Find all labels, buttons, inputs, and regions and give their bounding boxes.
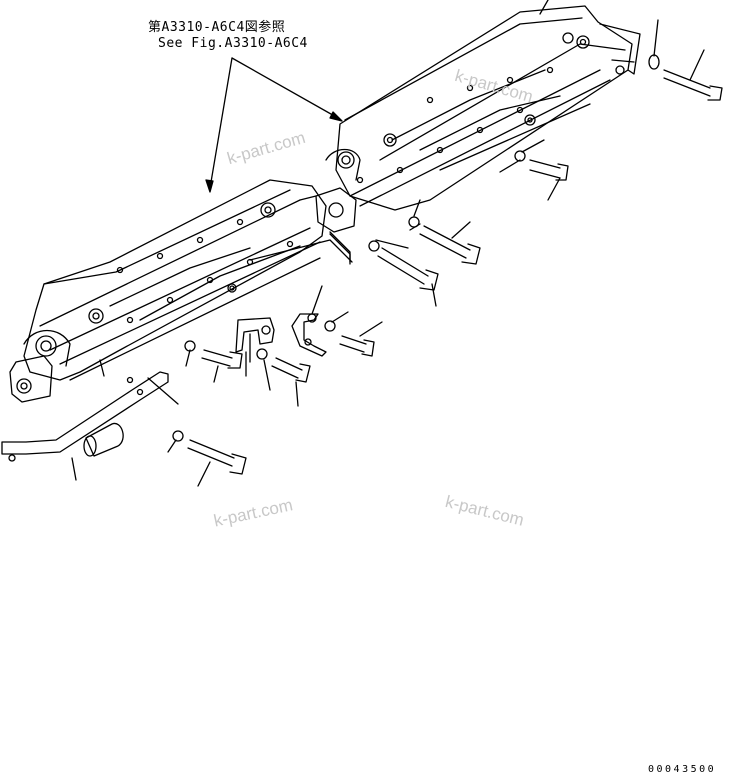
reference-note-japanese: 第A3310-A6C4図参照 [148, 20, 286, 35]
leader-lines [71, 19, 705, 487]
rear-track-frame [325, 0, 641, 211]
washers [172, 54, 660, 442]
sleeve-pin [83, 422, 124, 457]
small-bracket-left [235, 317, 275, 363]
drawing-number: 00043500 [648, 764, 717, 775]
reference-arrows [205, 57, 343, 193]
reference-note-english: See Fig.A3310-A6C4 [158, 36, 308, 51]
front-track-frame [9, 179, 357, 403]
bolts [187, 69, 723, 475]
track-guard-bracket [1, 371, 179, 462]
